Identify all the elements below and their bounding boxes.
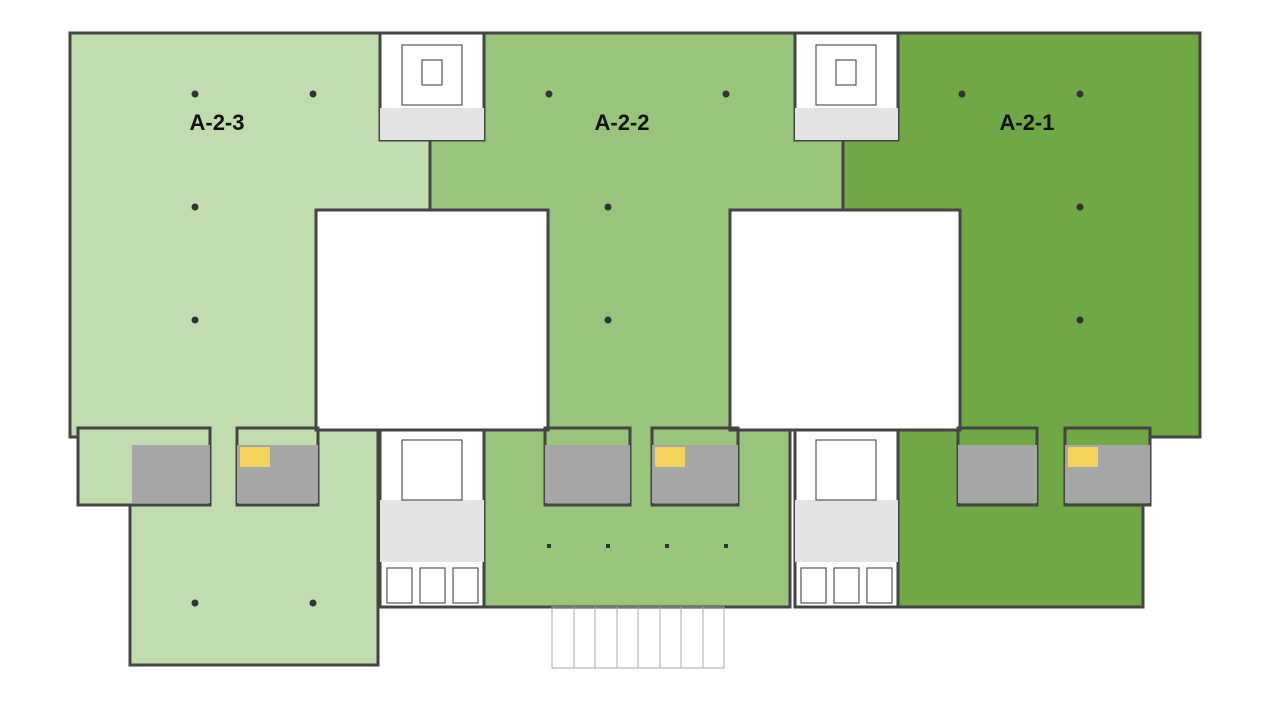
courtyard-west <box>314 208 550 432</box>
stair-core-top-west <box>378 31 486 142</box>
unit-label-a-2-3: A-2-3 <box>189 110 244 135</box>
toilet-block-1 <box>76 426 320 507</box>
stair-core-bottom-east <box>793 428 900 609</box>
unit-a-2-3-area[interactable] <box>68 31 432 667</box>
entrance-steps <box>551 606 725 669</box>
structural-columns <box>191 90 1084 607</box>
stair-core-top-east <box>793 31 900 142</box>
unit-label-a-2-2: A-2-2 <box>594 110 649 135</box>
toilet-block-2 <box>543 426 740 507</box>
unit-label-a-2-1: A-2-1 <box>999 110 1054 135</box>
stair-core-bottom-west <box>378 428 486 609</box>
courtyard-east <box>728 208 962 432</box>
toilet-block-3 <box>956 426 1152 507</box>
